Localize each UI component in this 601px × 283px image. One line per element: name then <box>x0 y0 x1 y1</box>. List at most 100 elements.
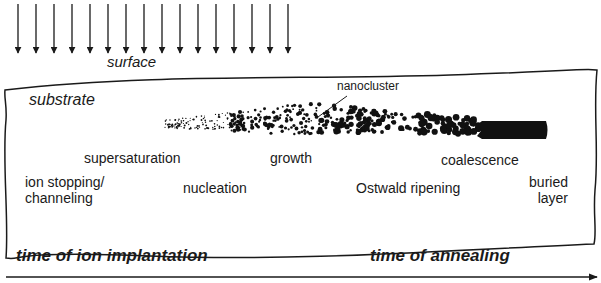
nanocluster-dot <box>308 118 311 121</box>
nanocluster-dot <box>426 123 433 130</box>
nanocluster-dot <box>381 115 386 120</box>
nanocluster-dot <box>238 122 242 126</box>
nanocluster-dot <box>212 127 213 128</box>
nanocluster-dot <box>310 120 312 122</box>
nanocluster-dot <box>218 114 219 115</box>
nanocluster-dot <box>254 109 257 112</box>
nanocluster-dot <box>417 131 422 136</box>
nanocluster-dot <box>176 126 178 128</box>
nanocluster-dot <box>183 127 185 129</box>
nanocluster-dot <box>322 123 326 127</box>
nanocluster-dot <box>356 129 361 134</box>
nanocluster-dot <box>232 129 236 133</box>
nanocluster-dot <box>333 129 336 132</box>
nanocluster-dot <box>359 112 364 117</box>
nanocluster-dot <box>175 123 177 125</box>
nanocluster-dot <box>432 129 438 135</box>
nanocluster-dot <box>243 127 247 131</box>
nanocluster-dot <box>177 126 178 127</box>
nanocluster-dot <box>229 113 230 114</box>
nanocluster-dot <box>319 130 324 135</box>
nanocluster-dot <box>204 128 206 130</box>
nanocluster-dot <box>297 131 300 134</box>
nanocluster-dot <box>225 115 226 116</box>
nanocluster-dot <box>181 121 182 122</box>
nanocluster-dot <box>370 111 373 114</box>
nanocluster-dot <box>174 124 175 125</box>
ion-arrow <box>35 4 36 53</box>
nanocluster-dot <box>356 129 359 132</box>
nanocluster-dot <box>298 104 302 108</box>
nanocluster-dot <box>272 119 274 121</box>
nanocluster-dot <box>193 119 195 121</box>
nanocluster-dot <box>176 127 177 128</box>
nanocluster-dot <box>464 128 470 134</box>
nanocluster-dot <box>318 118 323 123</box>
nanocluster-dot <box>465 122 469 126</box>
nanocluster-dot <box>306 131 309 134</box>
nanocluster-dot <box>285 117 287 119</box>
nanocluster-dot <box>176 128 177 129</box>
nanocluster-dot <box>356 129 359 132</box>
nanocluster-dot <box>181 122 183 124</box>
nanocluster-dot <box>303 132 306 135</box>
nanocluster-dot <box>281 130 284 133</box>
nanocluster-dot <box>241 119 243 121</box>
nanocluster-dot <box>414 115 418 119</box>
region-label: substrate <box>29 91 593 109</box>
substrate-outline <box>5 69 597 258</box>
nanocluster-dot <box>183 120 184 121</box>
nanocluster-dot <box>190 127 191 128</box>
nanocluster-dot <box>302 117 305 120</box>
nanocluster-dot <box>298 105 300 107</box>
nanocluster-dot <box>214 128 216 130</box>
nanocluster-dot <box>182 118 183 119</box>
nanocluster-dot <box>236 128 240 132</box>
nanocluster-dot <box>169 126 171 128</box>
nanocluster-dot <box>232 113 236 117</box>
nanocluster-dot <box>304 125 307 128</box>
nanocluster-dot <box>172 125 174 127</box>
nanocluster-dot <box>166 119 167 120</box>
nanocluster-dot <box>301 130 304 133</box>
nanocluster-dot <box>218 116 219 117</box>
nanocluster-dot <box>247 116 250 119</box>
nanocluster-dot <box>318 123 320 125</box>
nanocluster-dot <box>165 123 166 124</box>
nanocluster-dot <box>333 123 338 128</box>
nanocluster-dot <box>269 132 272 135</box>
nanocluster-dot <box>204 120 206 122</box>
nanocluster-dot <box>189 128 191 130</box>
nanocluster-dot <box>254 117 258 121</box>
nanocluster-dot <box>219 127 221 129</box>
nanocluster-dot <box>188 124 189 125</box>
nanocluster-dot <box>419 116 423 120</box>
nanocluster-dot <box>361 126 365 130</box>
nanocluster-dot <box>219 116 221 118</box>
nanocluster-dot <box>254 123 258 127</box>
nanocluster-dot <box>299 121 303 125</box>
nanocluster-dot <box>202 124 204 126</box>
nanocluster-dot <box>276 107 279 110</box>
nanocluster-dot <box>212 128 214 130</box>
nanocluster-dot <box>242 111 244 113</box>
nanocluster-dot <box>198 125 200 127</box>
nanocluster-dot <box>333 129 339 135</box>
nanocluster-dot <box>164 127 165 128</box>
ion-arrow <box>125 4 126 53</box>
nanocluster-dot <box>196 116 197 117</box>
nanocluster-dot <box>434 119 440 125</box>
nanocluster-dot <box>391 121 394 124</box>
nanocluster-dot <box>418 115 424 121</box>
nanocluster-dot <box>214 126 216 128</box>
ion-arrow <box>197 4 198 53</box>
ion-arrow <box>215 4 216 53</box>
nanocluster-dot <box>207 127 209 129</box>
nanocluster-dot <box>398 125 404 131</box>
ion-arrow <box>269 4 270 53</box>
nanocluster-dot <box>325 119 330 124</box>
nanocluster-dot <box>413 127 418 132</box>
nanocluster-dot <box>394 112 398 116</box>
nanocluster-dot <box>314 113 318 117</box>
